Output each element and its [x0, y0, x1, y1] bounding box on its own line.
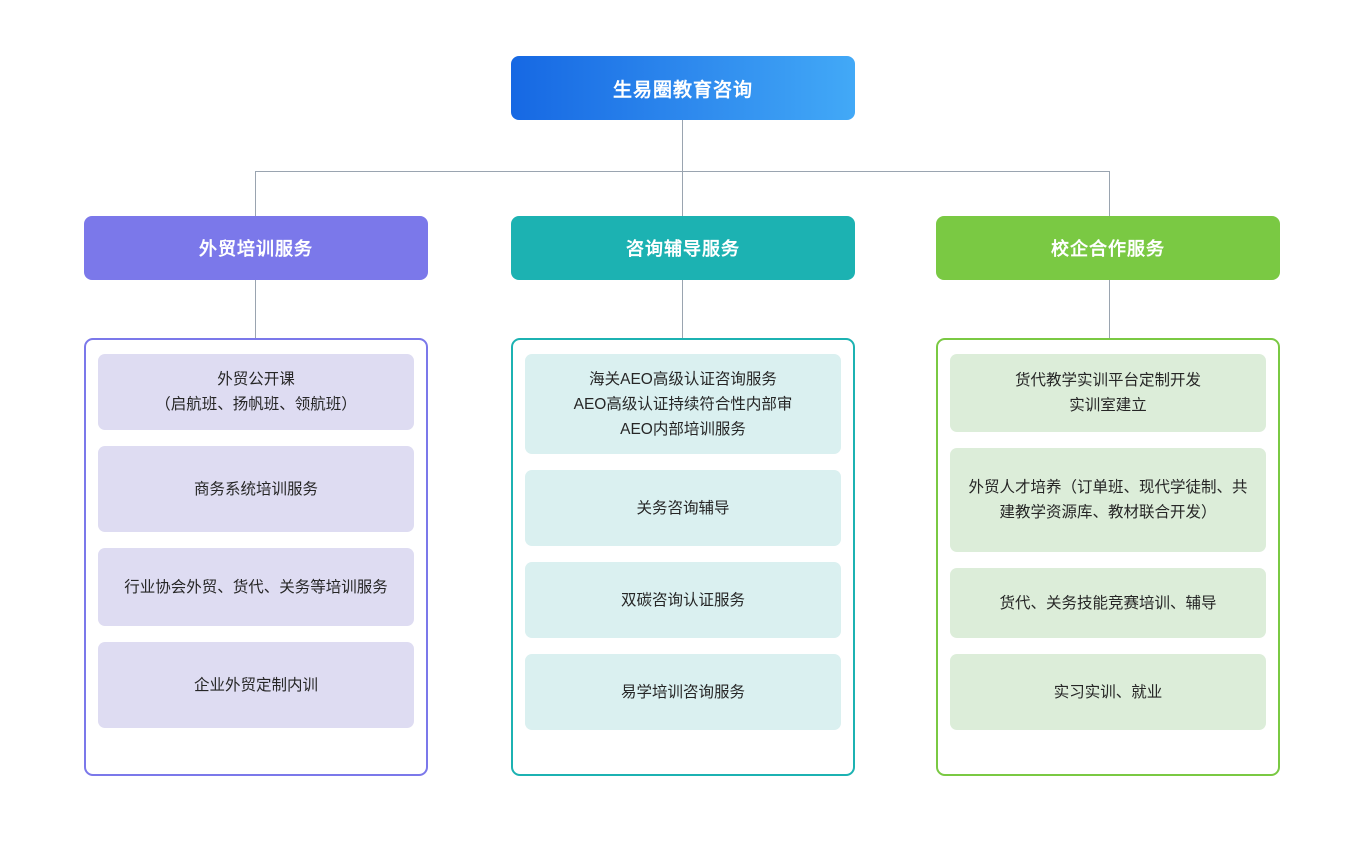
- service-card[interactable]: 易学培训咨询服务: [525, 654, 841, 730]
- connector-drop-branch-2: [682, 171, 683, 216]
- service-card[interactable]: 海关AEO高级认证咨询服务 AEO高级认证持续符合性内部审 AEO内部培训服务: [525, 354, 841, 454]
- connector-root-vertical: [682, 120, 683, 172]
- branch-header-school-enterprise-cooperation[interactable]: 校企合作服务: [936, 216, 1280, 280]
- service-card[interactable]: 外贸人才培养（订单班、现代学徒制、共建教学资源库、教材联合开发）: [950, 448, 1266, 552]
- group-box-school-enterprise-cooperation: 货代教学实训平台定制开发 实训室建立 外贸人才培养（订单班、现代学徒制、共建教学…: [936, 338, 1280, 776]
- connector-header-to-group-1: [255, 280, 256, 338]
- connector-drop-branch-1: [255, 171, 256, 216]
- service-card[interactable]: 关务咨询辅导: [525, 470, 841, 546]
- service-card[interactable]: 实习实训、就业: [950, 654, 1266, 730]
- service-card[interactable]: 货代、关务技能竞赛培训、辅导: [950, 568, 1266, 638]
- branch-header-foreign-trade-training[interactable]: 外贸培训服务: [84, 216, 428, 280]
- service-card[interactable]: 货代教学实训平台定制开发 实训室建立: [950, 354, 1266, 432]
- group-box-foreign-trade-training: 外贸公开课 （启航班、扬帆班、领航班） 商务系统培训服务 行业协会外贸、货代、关…: [84, 338, 428, 776]
- connector-header-to-group-3: [1109, 280, 1110, 338]
- service-card[interactable]: 企业外贸定制内训: [98, 642, 414, 728]
- service-card[interactable]: 行业协会外贸、货代、关务等培训服务: [98, 548, 414, 626]
- service-card[interactable]: 双碳咨询认证服务: [525, 562, 841, 638]
- service-card[interactable]: 外贸公开课 （启航班、扬帆班、领航班）: [98, 354, 414, 430]
- service-card[interactable]: 商务系统培训服务: [98, 446, 414, 532]
- group-box-consulting-coaching: 海关AEO高级认证咨询服务 AEO高级认证持续符合性内部审 AEO内部培训服务 …: [511, 338, 855, 776]
- root-node[interactable]: 生易圈教育咨询: [511, 56, 855, 120]
- branch-header-consulting-coaching[interactable]: 咨询辅导服务: [511, 216, 855, 280]
- connector-header-to-group-2: [682, 280, 683, 338]
- connector-drop-branch-3: [1109, 171, 1110, 216]
